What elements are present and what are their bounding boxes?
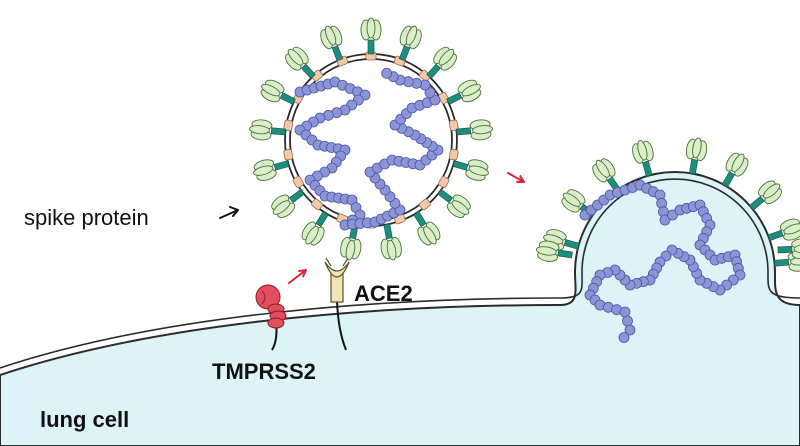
red-arrow-icon	[288, 269, 307, 284]
label-lung-cell: lung cell	[40, 407, 130, 432]
spike-protein	[426, 46, 457, 79]
label-tmprss2: TMPRSS2	[212, 359, 316, 384]
red-arrow-icon	[507, 172, 525, 183]
spike-protein	[685, 137, 708, 175]
envelope-bead	[311, 198, 323, 211]
viral-rna	[294, 67, 444, 231]
spike-protein	[320, 25, 344, 62]
spike-protein	[360, 17, 382, 55]
envelope-bead	[448, 148, 459, 161]
spike-protein	[767, 218, 800, 242]
tmprss2-protease	[255, 284, 287, 351]
envelope-bead	[448, 119, 459, 132]
spike-protein	[260, 79, 296, 105]
spike-protein	[249, 119, 287, 141]
spike-protein	[749, 180, 782, 211]
envelope-bead	[283, 148, 294, 161]
spike-protein	[777, 238, 800, 260]
label-spike-protein: spike protein	[24, 205, 149, 230]
right-arrow-icon	[219, 206, 239, 219]
spike-protein	[721, 152, 749, 188]
spike-protein	[380, 223, 402, 261]
spike-protein	[301, 211, 329, 246]
spike-protein	[340, 223, 362, 261]
label-ace2: ACE2	[354, 281, 413, 306]
spike-protein	[446, 79, 482, 105]
spike-protein	[285, 46, 316, 79]
released-viral-rna	[579, 179, 746, 343]
cell-membrane-outer	[0, 178, 800, 369]
envelope-bead	[292, 176, 304, 188]
spike-protein	[455, 119, 493, 141]
fusing-spike-proteins	[535, 137, 800, 272]
free-virus	[249, 17, 493, 261]
spike-protein	[271, 188, 305, 218]
envelope-bead	[419, 198, 431, 211]
envelope-bead	[438, 176, 450, 188]
spike-proteins	[249, 17, 493, 261]
spike-protein	[452, 159, 489, 181]
spike-protein	[437, 188, 471, 218]
ace2-receptor	[324, 257, 350, 351]
spike-protein	[253, 159, 290, 181]
envelope-bead	[283, 119, 294, 132]
spike-protein	[632, 140, 654, 177]
fusing-virus	[535, 137, 800, 343]
spike-protein	[398, 25, 422, 62]
spike-protein	[413, 211, 441, 246]
spike-protein	[535, 240, 573, 262]
